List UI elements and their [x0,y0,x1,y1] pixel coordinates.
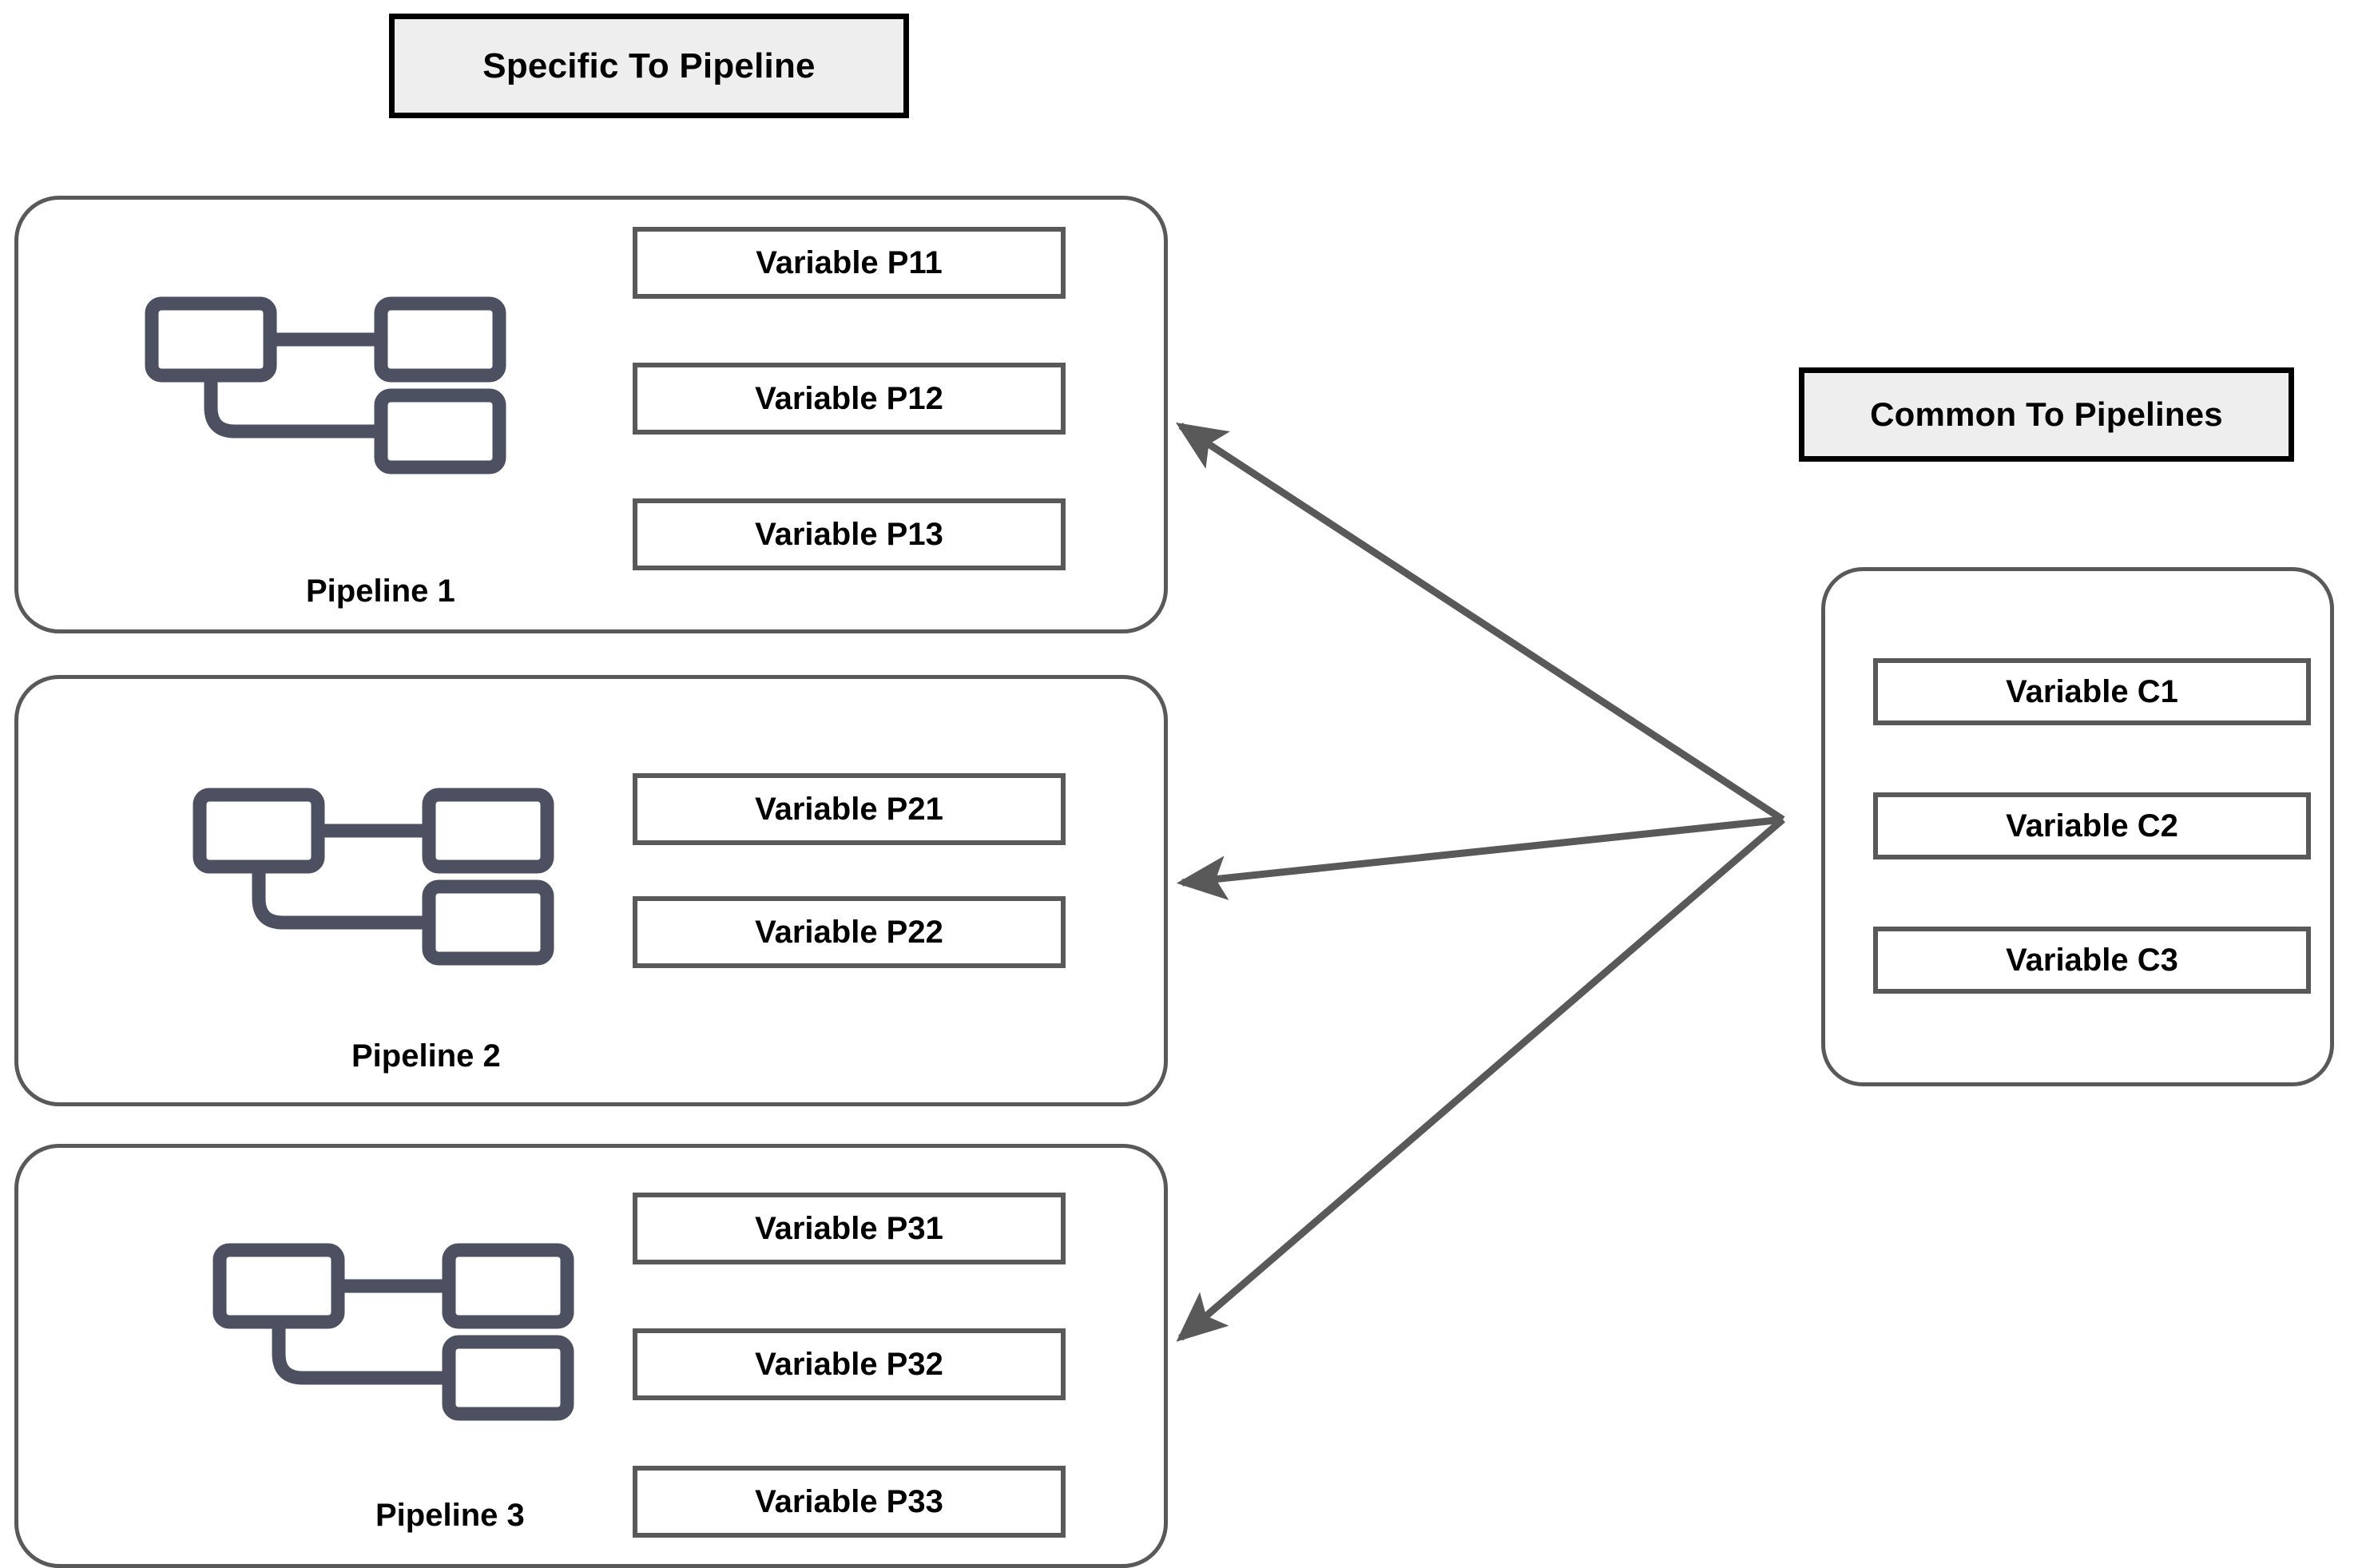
arrow-common-to-pipeline-1 [1175,423,1785,823]
variable-box-p21[interactable]: Variable P21 [633,773,1066,845]
variable-box-p31[interactable]: Variable P31 [633,1193,1066,1264]
variable-box-p13[interactable]: Variable P13 [633,498,1066,570]
variable-box-p11[interactable]: Variable P11 [633,227,1066,299]
pipeline-hierarchy-icon [192,787,555,971]
pipeline-group-2 [14,675,1168,1106]
variable-box-c1[interactable]: Variable C1 [1873,658,2311,725]
variable-box-p32[interactable]: Variable P32 [633,1328,1066,1400]
section-header-specific-to-pipeline: Specific To Pipeline [389,14,909,118]
pipeline-label-1: Pipeline 1 [306,574,455,609]
pipeline-hierarchy-icon [144,296,507,479]
variable-box-p22[interactable]: Variable P22 [633,896,1066,968]
pipeline-label-2: Pipeline 2 [351,1038,501,1074]
variable-box-p33[interactable]: Variable P33 [633,1466,1066,1538]
section-header-common-to-pipelines: Common To Pipelines [1799,367,2294,462]
variable-box-c3[interactable]: Variable C3 [1873,927,2311,994]
arrow-common-to-pipeline-2 [1176,816,1784,900]
pipeline-label-3: Pipeline 3 [375,1498,525,1533]
pipeline-hierarchy-icon [212,1242,575,1426]
variable-box-p12[interactable]: Variable P12 [633,363,1066,435]
variable-box-c2[interactable]: Variable C2 [1873,792,2311,859]
arrow-common-to-pipeline-3 [1176,816,1785,1342]
